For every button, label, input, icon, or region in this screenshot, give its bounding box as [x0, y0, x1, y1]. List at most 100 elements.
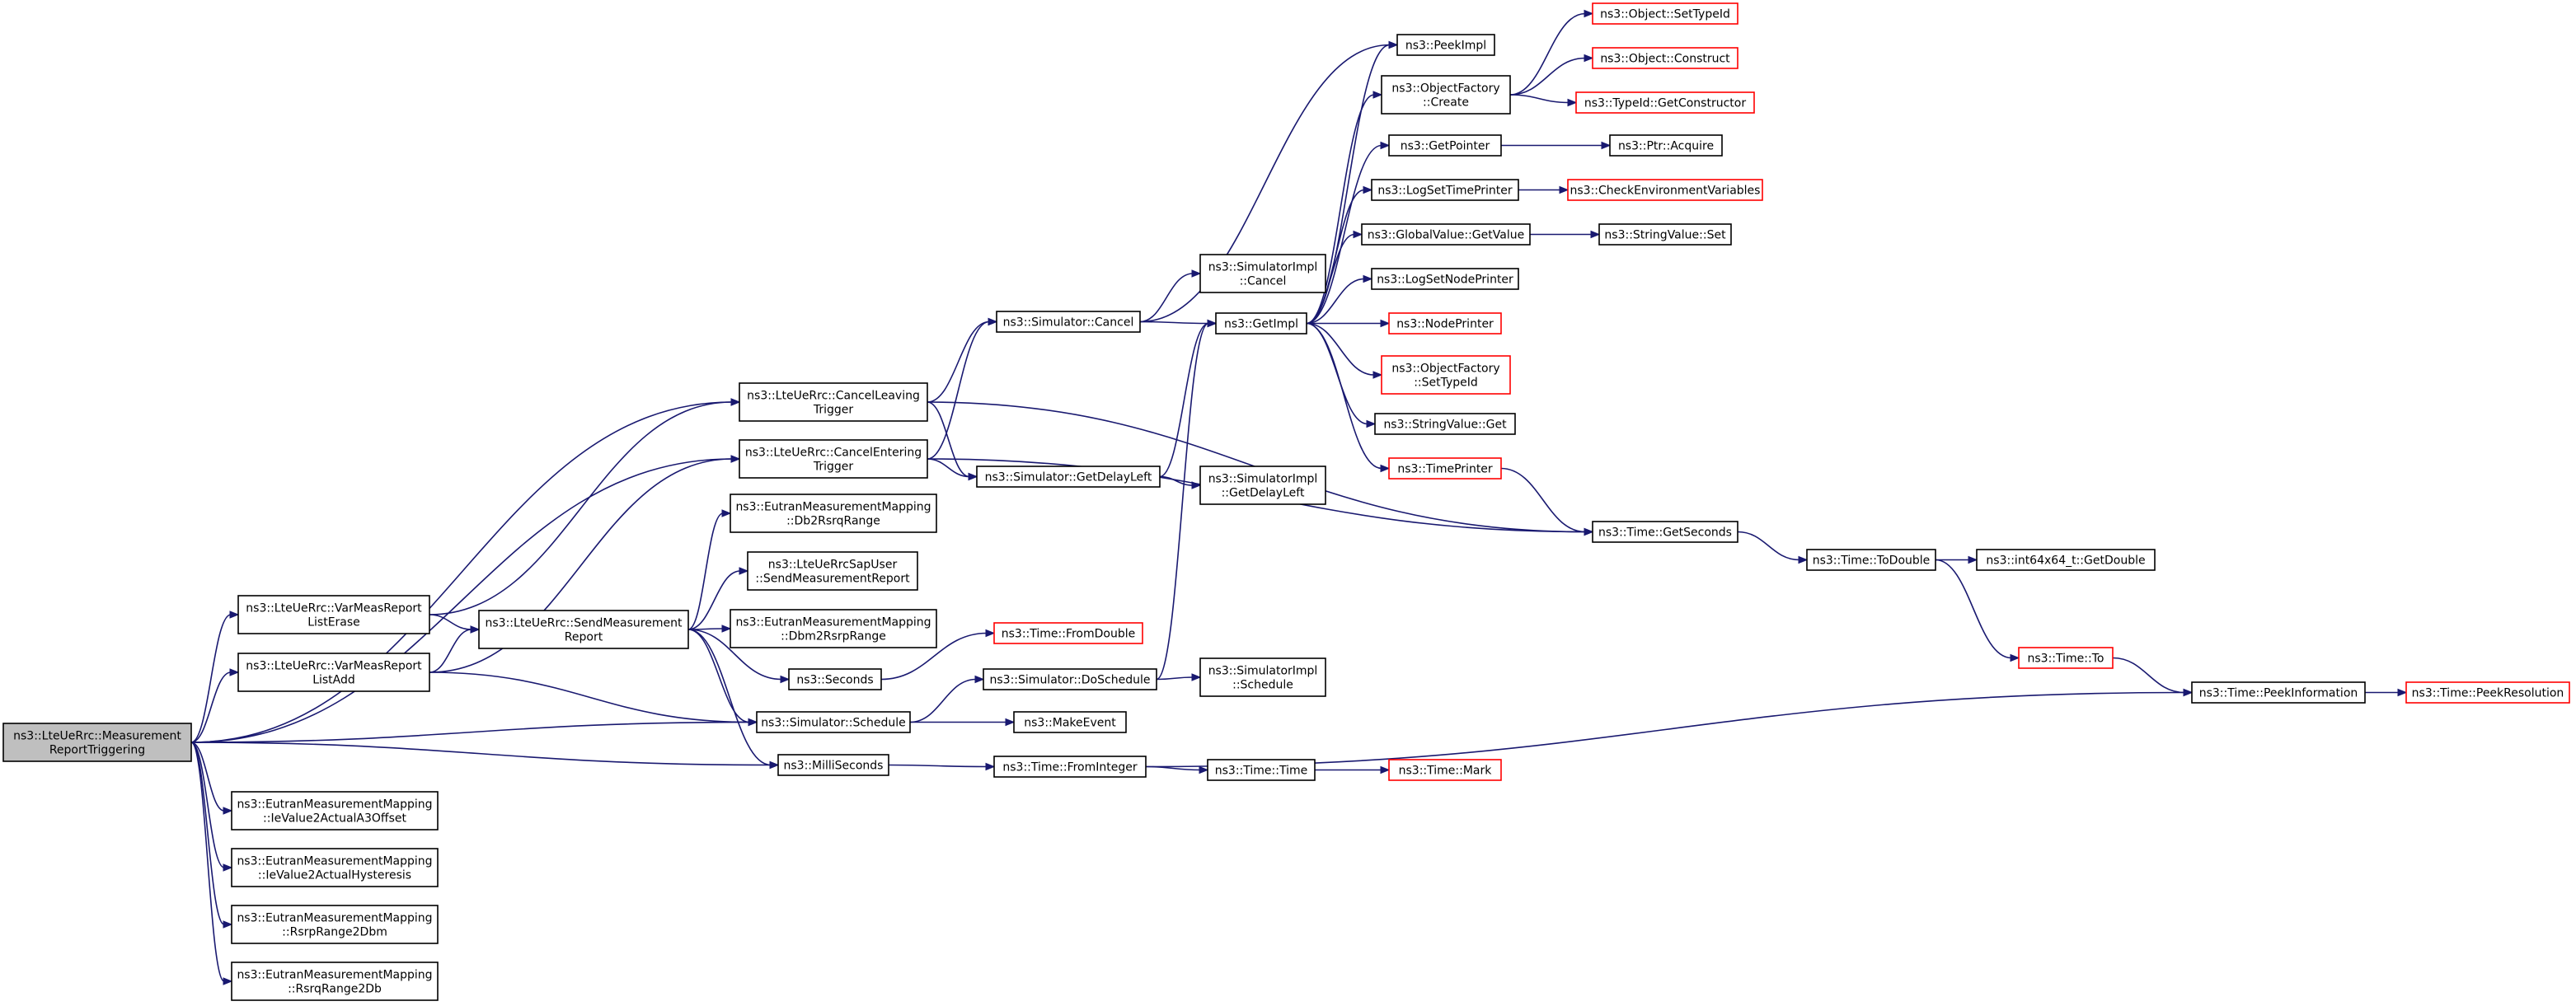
edge-cancelEntering-to-getDelayLeft: [927, 458, 978, 481]
node-label: ns3::Time::FromInteger: [1002, 761, 1137, 774]
node-label: ns3::LteUeRrc::Measurement: [13, 730, 181, 743]
node-label: ns3::LteUeRrc::CancelLeaving: [747, 390, 920, 403]
node-svGet[interactable]: ns3::StringValue::Get: [1374, 413, 1516, 435]
node-label: ns3::LteUeRrcSapUser: [768, 559, 898, 572]
node-peekRes[interactable]: ns3::Time::PeekResolution: [2405, 681, 2570, 704]
node-label: ::IeValue2ActualHysteresis: [258, 869, 411, 882]
node-dbm2rsrp[interactable]: ns3::EutranMeasurementMapping::Dbm2RsrpR…: [730, 609, 937, 648]
node-label: ns3::TypeId::GetConstructor: [1584, 97, 1746, 110]
edge-doSchedule-to-implSchedule: [1156, 673, 1202, 681]
node-getCtor[interactable]: ns3::TypeId::GetConstructor: [1575, 91, 1755, 114]
edge-root-to-milli: [190, 742, 780, 770]
node-rsrq2db[interactable]: ns3::EutranMeasurementMapping::RsrqRange…: [231, 962, 439, 1001]
node-box: [993, 622, 1143, 644]
node-label: ns3::Time::Time: [1215, 765, 1307, 778]
node-label: ns3::ObjectFactory: [1391, 363, 1499, 376]
node-timeMark[interactable]: ns3::Time::Mark: [1388, 759, 1502, 781]
node-fromInteger[interactable]: ns3::Time::FromInteger: [993, 756, 1147, 778]
node-label: ns3::LogSetNodePrinter: [1377, 274, 1513, 287]
node-a3[interactable]: ns3::EutranMeasurementMapping::IeValue2A…: [231, 791, 439, 831]
node-peekImpl[interactable]: ns3::PeekImpl: [1396, 34, 1495, 56]
node-label: ns3::GetImpl: [1224, 318, 1298, 331]
node-doSchedule[interactable]: ns3::Simulator::DoSchedule: [983, 668, 1157, 690]
node-label: ns3::Time::PeekInformation: [2199, 687, 2358, 700]
node-box: [747, 551, 918, 591]
edge-root-to-rsrq2db: [190, 742, 233, 985]
node-label: ns3::Object::Construct: [1600, 53, 1730, 66]
node-logTime[interactable]: ns3::LogSetTimePrinter: [1371, 179, 1519, 201]
node-box: [1361, 223, 1531, 246]
node-getImpl[interactable]: ns3::GetImpl: [1215, 312, 1307, 335]
node-implGetDelayLeft[interactable]: ns3::SimulatorImpl::GetDelayLeft: [1199, 466, 1326, 505]
node-checkEnv[interactable]: ns3::CheckEnvironmentVariables: [1567, 179, 1763, 201]
node-label: ns3::Time::To: [2028, 653, 2104, 666]
node-box: [1598, 223, 1732, 246]
node-box: [1199, 466, 1326, 505]
node-timePrinter[interactable]: ns3::TimePrinter: [1388, 457, 1502, 480]
node-label: ns3::LogSetTimePrinter: [1377, 185, 1513, 198]
edge-gvGetValue-to-svSet: [1530, 230, 1601, 239]
edge-getImpl-to-logNode: [1306, 274, 1373, 325]
node-timeTime[interactable]: ns3::Time::Time: [1207, 759, 1316, 781]
node-hyst[interactable]: ns3::EutranMeasurementMapping::IeValue2A…: [231, 848, 439, 887]
node-label: ns3::Simulator::DoSchedule: [990, 674, 1151, 687]
edge-seconds-to-fromDouble: [880, 629, 996, 681]
node-box: [976, 466, 1161, 488]
node-box: [1371, 268, 1519, 290]
node-timeTo[interactable]: ns3::Time::To: [2018, 647, 2114, 669]
node-nodePrinter[interactable]: ns3::NodePrinter: [1388, 312, 1502, 335]
edge-varErase-to-cancelLeaving: [429, 398, 741, 615]
node-logNode[interactable]: ns3::LogSetNodePrinter: [1371, 268, 1519, 290]
edge-sendMeas-to-schedule: [687, 629, 758, 727]
node-getDelayLeft[interactable]: ns3::Simulator::GetDelayLeft: [976, 466, 1161, 488]
node-label: ns3::Time::FromDouble: [1002, 628, 1136, 641]
node-root[interactable]: ns3::LteUeRrc::MeasurementReportTriggeri…: [2, 723, 192, 762]
node-sendMeas[interactable]: ns3::LteUeRrc::SendMeasurementReport: [478, 610, 689, 649]
node-objConstruct[interactable]: ns3::Object::Construct: [1592, 47, 1738, 69]
node-label: ns3::Simulator::Schedule: [761, 717, 906, 730]
node-db2rsrq[interactable]: ns3::EutranMeasurementMapping::Db2RsrqRa…: [730, 494, 937, 533]
node-fromDouble[interactable]: ns3::Time::FromDouble: [993, 622, 1143, 644]
node-ofSetTypeId[interactable]: ns3::ObjectFactory::SetTypeId: [1381, 355, 1511, 395]
node-objSetTypeId[interactable]: ns3::Object::SetTypeId: [1592, 2, 1738, 25]
node-svSet[interactable]: ns3::StringValue::Set: [1598, 223, 1732, 246]
node-label: ns3::Simulator::Cancel: [1003, 316, 1134, 330]
node-schedule[interactable]: ns3::Simulator::Schedule: [756, 711, 911, 733]
node-label: ::RsrpRange2Dbm: [282, 926, 387, 939]
node-box: [2405, 681, 2570, 704]
node-label: ns3::EutranMeasurementMapping: [237, 798, 432, 812]
node-sapUser[interactable]: ns3::LteUeRrcSapUser::SendMeasurementRep…: [747, 551, 918, 591]
node-ptrAcquire[interactable]: ns3::Ptr::Acquire: [1609, 134, 1723, 157]
edge-ofCreate-to-objConstruct: [1509, 54, 1594, 96]
edge-getImpl-to-timePrinter: [1306, 322, 1391, 473]
node-box: [1396, 34, 1495, 56]
node-ofCreate[interactable]: ns3::ObjectFactory::Create: [1381, 75, 1511, 115]
node-rsrp2dbm[interactable]: ns3::EutranMeasurementMapping::RsrpRange…: [231, 905, 439, 944]
edge-timePrinter-to-getSeconds: [1500, 467, 1594, 536]
node-getPointer[interactable]: ns3::GetPointer: [1388, 134, 1502, 157]
edge-getImpl-to-gvGetValue: [1306, 230, 1363, 325]
node-int64GetDouble[interactable]: ns3::int64x64_t::GetDouble: [1976, 549, 2156, 571]
edge-schedule-to-doSchedule: [909, 675, 985, 723]
node-getSeconds[interactable]: ns3::Time::GetSeconds: [1592, 521, 1738, 543]
node-box: [1374, 413, 1516, 435]
node-label: ns3::int64x64_t::GetDouble: [1986, 554, 2145, 568]
node-peekInfo[interactable]: ns3::Time::PeekInformation: [2191, 681, 2366, 704]
node-label: ns3::SimulatorImpl: [1208, 261, 1318, 274]
node-label: ::SendMeasurementReport: [755, 573, 910, 586]
node-simCancel[interactable]: ns3::Simulator::Cancel: [996, 311, 1141, 333]
edge-fromInteger-to-timeTime: [1145, 765, 1209, 774]
node-implCancel[interactable]: ns3::SimulatorImpl::Cancel: [1199, 254, 1326, 293]
node-gvGetValue[interactable]: ns3::GlobalValue::GetValue: [1361, 223, 1531, 246]
node-toDouble[interactable]: ns3::Time::ToDouble: [1806, 549, 1936, 571]
node-makeEvent[interactable]: ns3::MakeEvent: [1013, 711, 1127, 733]
node-implSchedule[interactable]: ns3::SimulatorImpl::Schedule: [1199, 657, 1326, 697]
node-seconds[interactable]: ns3::Seconds: [788, 668, 882, 690]
node-milli[interactable]: ns3::MilliSeconds: [777, 754, 889, 776]
edge-toDouble-to-int64GetDouble: [1936, 555, 1978, 564]
node-label: ns3::EutranMeasurementMapping: [735, 501, 931, 514]
